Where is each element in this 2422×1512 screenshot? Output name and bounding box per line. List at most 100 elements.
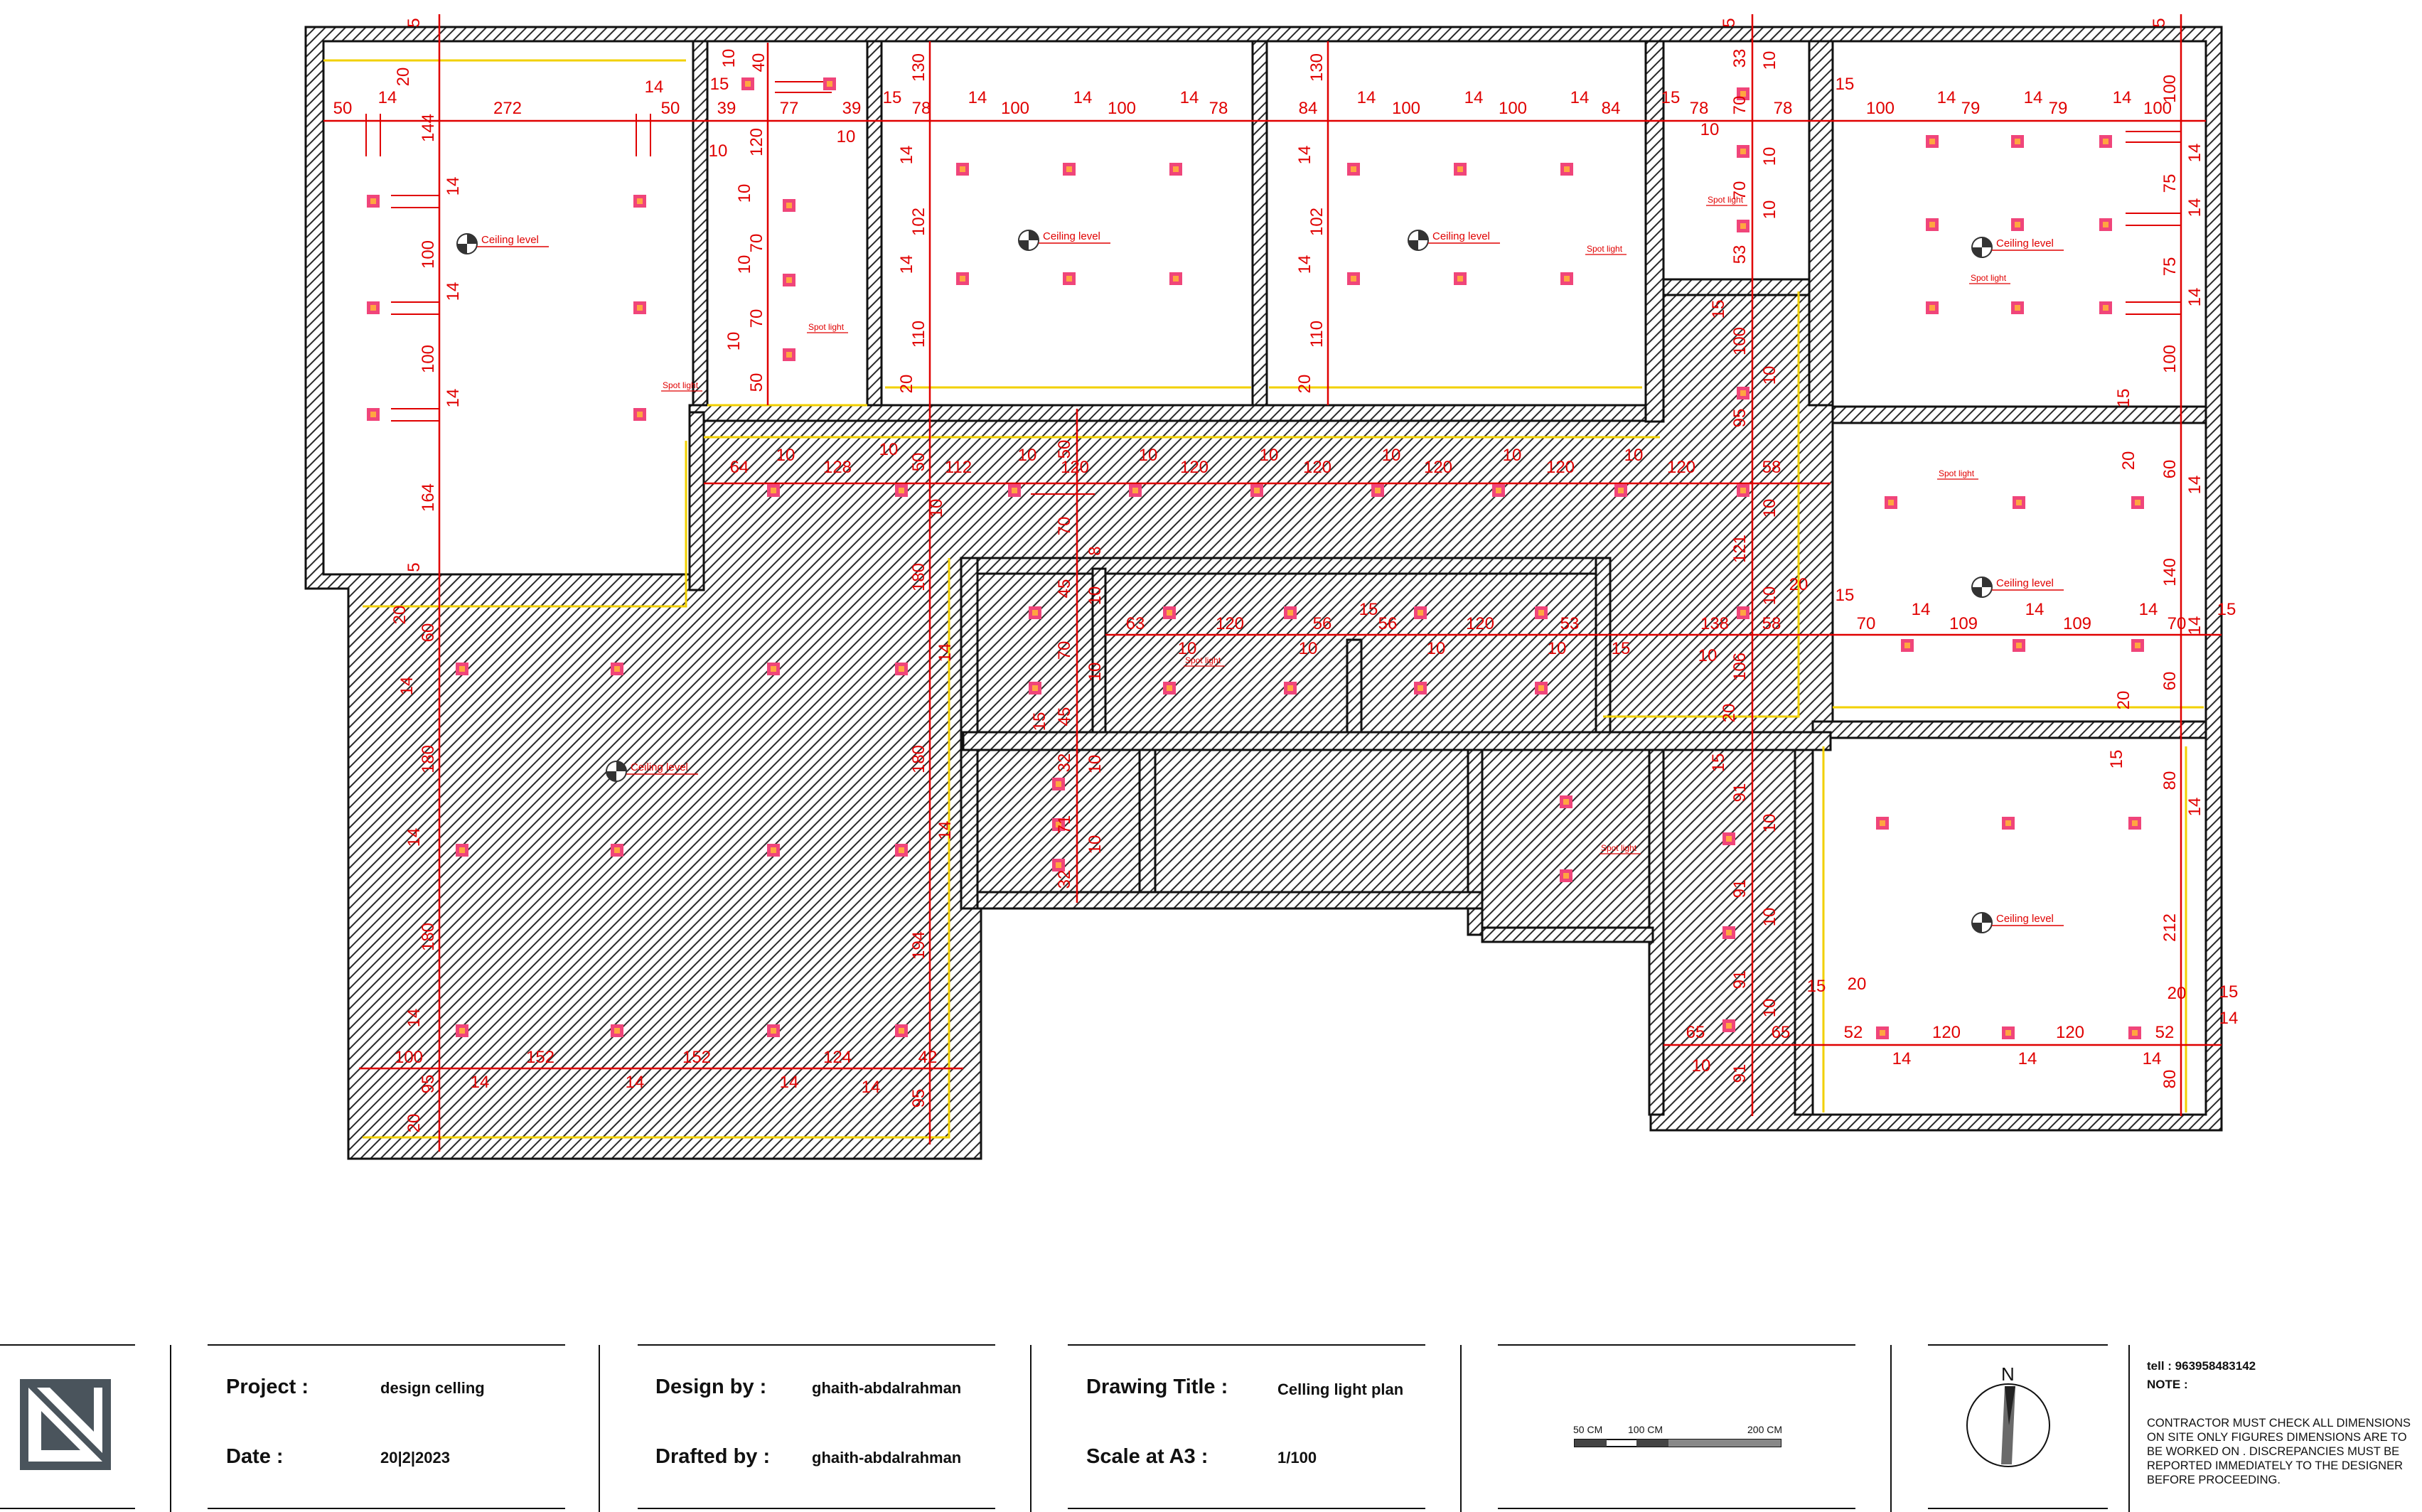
spot-light-icon bbox=[1722, 1019, 1735, 1032]
dimension-value-vertical: 130 bbox=[1307, 53, 1327, 82]
spot-light-icon bbox=[367, 195, 380, 208]
dimension-value: 14 bbox=[1464, 88, 1484, 107]
dimension-value-vertical: 14 bbox=[936, 821, 955, 840]
dimension-value: 14 bbox=[2219, 1009, 2239, 1028]
spot-light-icon bbox=[367, 408, 380, 421]
dimension-value-vertical: 10 bbox=[724, 332, 744, 351]
dimension-value: 124 bbox=[823, 1048, 852, 1067]
spot-light-callout: Spot light bbox=[1585, 244, 1627, 255]
dimension-value: 14 bbox=[1357, 88, 1376, 107]
spot-light-icon bbox=[1876, 817, 1889, 830]
spot-light-icon bbox=[1129, 484, 1142, 497]
dimension-value: 15 bbox=[1836, 586, 1855, 605]
spot-light-icon bbox=[895, 1024, 908, 1037]
dimension-value: 14 bbox=[2143, 1049, 2162, 1068]
dimension-value: 64 bbox=[730, 458, 749, 477]
dimension-value-vertical: 20 bbox=[404, 1114, 424, 1133]
spot-light-callout: Spot light bbox=[807, 322, 848, 333]
dimension-value-vertical: 180 bbox=[419, 745, 438, 773]
spot-light-icon bbox=[367, 301, 380, 314]
dimension-value: 53 bbox=[1560, 614, 1580, 633]
dimension-value-vertical: 15 bbox=[1709, 300, 1728, 319]
ceiling-level-label: Ceiling level bbox=[1996, 913, 2054, 925]
ceiling-level-label: Ceiling level bbox=[1996, 577, 2054, 589]
dimension-value: 10 bbox=[1624, 446, 1644, 465]
spot-light-icon bbox=[741, 77, 754, 90]
dimension-value: 14 bbox=[1912, 600, 1931, 619]
dimension-value: 14 bbox=[1892, 1049, 1912, 1068]
dimension-value-vertical: 14 bbox=[444, 389, 463, 408]
dimension-value-vertical: 70 bbox=[1055, 517, 1074, 536]
dimension-value: 15 bbox=[1661, 88, 1681, 107]
dimension-value-vertical: 180 bbox=[419, 923, 438, 951]
dimension-value: 58 bbox=[1762, 614, 1781, 633]
dimension-value: 14 bbox=[1570, 88, 1590, 107]
dimension-value: 10 bbox=[1178, 639, 1197, 658]
spot-light-icon bbox=[2131, 639, 2144, 652]
dimension-value-vertical: 40 bbox=[749, 53, 768, 73]
dimension-value-vertical: 20 bbox=[1295, 375, 1314, 394]
scale-bar-label-50: 50 CM bbox=[1573, 1424, 1603, 1435]
dimension-value-vertical: 71 bbox=[1055, 815, 1074, 835]
dimension-value: 10 bbox=[1503, 446, 1522, 465]
spot-light-icon bbox=[2099, 218, 2112, 231]
dimension-value-vertical: 14 bbox=[444, 282, 463, 301]
dimension-value-vertical: 10 bbox=[1086, 755, 1105, 774]
dimension-value-vertical: 194 bbox=[909, 931, 928, 960]
scale-value: 1/100 bbox=[1277, 1449, 1317, 1467]
dimension-value-vertical: 75 bbox=[2160, 174, 2180, 193]
spot-light-icon bbox=[2011, 135, 2024, 148]
spot-light-icon bbox=[1169, 163, 1182, 176]
dimension-value: 15 bbox=[710, 75, 729, 94]
spot-light-icon bbox=[1063, 272, 1076, 285]
spot-light-icon bbox=[1722, 832, 1735, 845]
scale-bar-label-100: 100 CM bbox=[1628, 1424, 1663, 1435]
dimension-value: 120 bbox=[1061, 458, 1089, 477]
spot-light-icon bbox=[1008, 484, 1021, 497]
dimension-value: 109 bbox=[1949, 614, 1978, 633]
spot-light-label: Spot light bbox=[1971, 273, 2007, 283]
dimension-value: 120 bbox=[1216, 614, 1244, 633]
dimension-value-vertical: 14 bbox=[1295, 255, 1314, 274]
partitions bbox=[688, 40, 2207, 1116]
dimension-value-vertical: 212 bbox=[2160, 913, 2180, 942]
dimension-value: 14 bbox=[2025, 600, 2045, 619]
dimension-value-vertical: 45 bbox=[1055, 579, 1074, 599]
spot-light-icon bbox=[1454, 272, 1467, 285]
spot-light-icon bbox=[1169, 272, 1182, 285]
dimension-value: 77 bbox=[780, 99, 799, 118]
dimension-value: 100 bbox=[1866, 99, 1895, 118]
dimension-value-vertical: 14 bbox=[397, 677, 417, 696]
spot-light-icon bbox=[1560, 163, 1573, 176]
dimension-value: 84 bbox=[1602, 99, 1621, 118]
spot-light-icon bbox=[1163, 606, 1176, 619]
dimension-value-vertical: 91 bbox=[1730, 783, 1749, 803]
dimension-value-vertical: 14 bbox=[897, 146, 916, 165]
spot-light-icon bbox=[2128, 817, 2141, 830]
dimension-value: 120 bbox=[1180, 458, 1209, 477]
dimension-value: 63 bbox=[1126, 614, 1145, 633]
dimension-value-vertical: 102 bbox=[909, 208, 928, 236]
dimension-value: 52 bbox=[2155, 1023, 2175, 1042]
dimension-value-vertical: 15 bbox=[2114, 389, 2133, 408]
ceiling-level-label: Ceiling level bbox=[1996, 237, 2054, 250]
spot-light-icon bbox=[1926, 301, 1939, 314]
dimension-value-vertical: 10 bbox=[1760, 999, 1779, 1018]
spot-light-icon bbox=[956, 163, 969, 176]
spot-light-icon bbox=[2099, 135, 2112, 148]
dimension-value-vertical: 33 bbox=[1730, 49, 1749, 68]
spot-light-icon bbox=[1901, 639, 1914, 652]
dimension-value: 10 bbox=[1018, 446, 1037, 465]
spot-light-icon bbox=[1737, 87, 1749, 100]
spot-light-icon bbox=[633, 301, 646, 314]
spot-light-icon bbox=[2002, 817, 2015, 830]
spot-light-callout: Spot light bbox=[1937, 468, 1978, 480]
project-label: Project : bbox=[226, 1376, 309, 1398]
dimension-value: 78 bbox=[1774, 99, 1793, 118]
spot-light-icon bbox=[783, 348, 795, 361]
tel-text: tell : 963958483142 bbox=[2147, 1359, 2256, 1373]
drawing-title-value: Celling light plan bbox=[1277, 1380, 1404, 1398]
dimension-value-vertical: 14 bbox=[404, 1009, 424, 1028]
dimension-value-vertical: 20 bbox=[390, 606, 409, 625]
